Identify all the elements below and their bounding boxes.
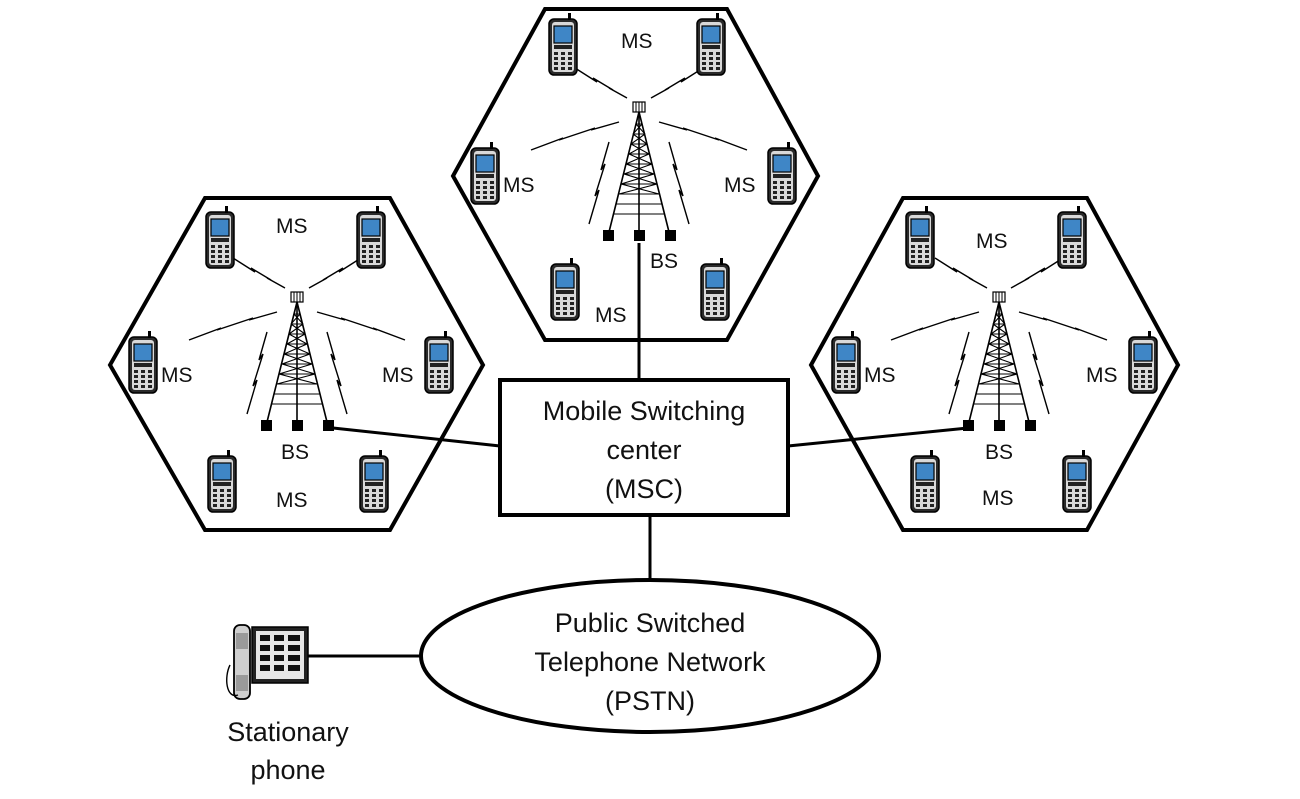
- mobile-phone-icon: [550, 257, 580, 321]
- mobile-phone-icon: [905, 205, 935, 269]
- mobile-phone-icon: [831, 330, 861, 394]
- pstn-node: Public Switched Telephone Network (PSTN): [419, 578, 881, 734]
- ms-label: MS: [276, 215, 308, 238]
- stationary-phone-label: phone: [250, 755, 325, 785]
- ms-label: MS: [1086, 364, 1118, 387]
- mobile-phone-icon: [1062, 449, 1092, 513]
- mobile-phone-icon: [1128, 330, 1158, 394]
- link-right-bs-msc: [787, 426, 969, 448]
- ms-label: MS: [864, 364, 896, 387]
- ms-label: MS: [382, 364, 414, 387]
- mobile-phone-icon: [205, 205, 235, 269]
- ms-label: MS: [595, 304, 627, 327]
- mobile-phone-icon: [548, 12, 578, 76]
- pstn-subtitle: Telephone Network: [534, 647, 766, 677]
- desk-telephone-icon: [226, 624, 309, 700]
- msc-subtitle: center: [606, 435, 681, 465]
- msc-title: Mobile Switching: [543, 396, 746, 426]
- mobile-phone-icon: [207, 449, 237, 513]
- mobile-phone-icon: [767, 141, 797, 205]
- mobile-phone-icon: [424, 330, 454, 394]
- mobile-phone-icon: [356, 205, 386, 269]
- mobile-phone-icon: [1057, 205, 1087, 269]
- ms-label: MS: [982, 487, 1014, 510]
- mobile-phone-icon: [700, 257, 730, 321]
- msc-abbreviation: (MSC): [605, 474, 683, 504]
- ms-label: MS: [724, 174, 756, 197]
- mobile-phone-icon: [470, 141, 500, 205]
- mobile-phone-icon: [696, 12, 726, 76]
- bs-label: BS: [985, 441, 1013, 464]
- link-left-bs-msc: [332, 426, 501, 448]
- mobile-phone-icon: [910, 449, 940, 513]
- pstn-title: Public Switched: [555, 608, 746, 638]
- msc-node: Mobile Switching center (MSC): [498, 378, 790, 517]
- ms-label: MS: [276, 489, 308, 512]
- ms-label: MS: [161, 364, 193, 387]
- pstn-abbreviation: (PSTN): [605, 686, 695, 716]
- stationary-phone-label: Stationary: [227, 717, 349, 747]
- mobile-phone-icon: [359, 449, 389, 513]
- bs-label: BS: [281, 441, 309, 464]
- mobile-phone-icon: [128, 330, 158, 394]
- bs-label: BS: [650, 250, 678, 273]
- ms-label: MS: [621, 30, 653, 53]
- ms-label: MS: [503, 174, 535, 197]
- ms-label: MS: [976, 230, 1008, 253]
